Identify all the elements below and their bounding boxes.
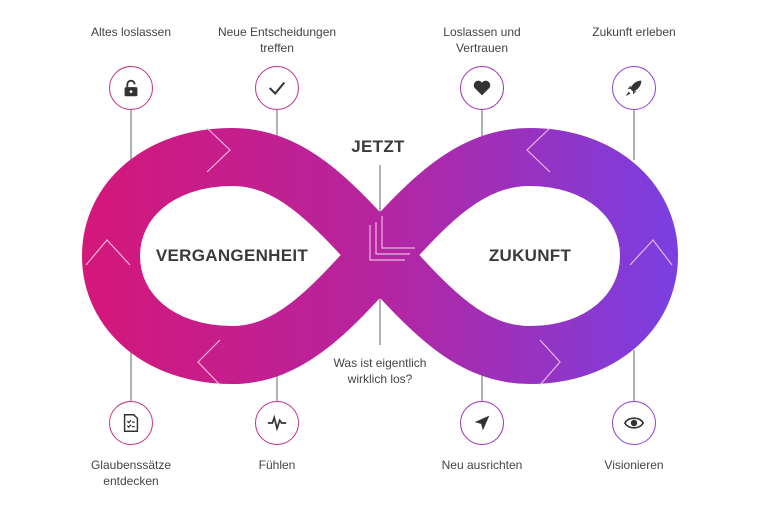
future-label: ZUKUNFT (488, 246, 572, 265)
lock-icon (109, 66, 153, 110)
step-label: Neue Entscheidungen treffen (217, 25, 337, 55)
navigation-arrow-icon (460, 401, 504, 445)
infinity-band (81, 127, 679, 385)
past-label: VERGANGENHEIT (155, 246, 309, 265)
check-icon (255, 66, 299, 110)
now-title: JETZT (351, 137, 405, 156)
arrow-chevrons (85, 127, 673, 386)
pulse-icon (255, 401, 299, 445)
checklist-icon (109, 401, 153, 445)
eye-icon (612, 401, 656, 445)
step-label: Fühlen (258, 458, 296, 472)
step-label: Loslassen und Vertrauen (443, 25, 521, 55)
step-label: Neu ausrichten (441, 458, 523, 472)
step-label: Zukunft erleben (592, 25, 676, 39)
rocket-icon (612, 66, 656, 110)
step-label: Glaubenssätze entdecken (90, 458, 172, 488)
step-label: Altes loslassen (90, 25, 172, 39)
center-question: Was ist eigentlich wirklich los? (333, 356, 427, 386)
heart-icon (460, 66, 504, 110)
step-label: Visionieren (604, 458, 664, 472)
